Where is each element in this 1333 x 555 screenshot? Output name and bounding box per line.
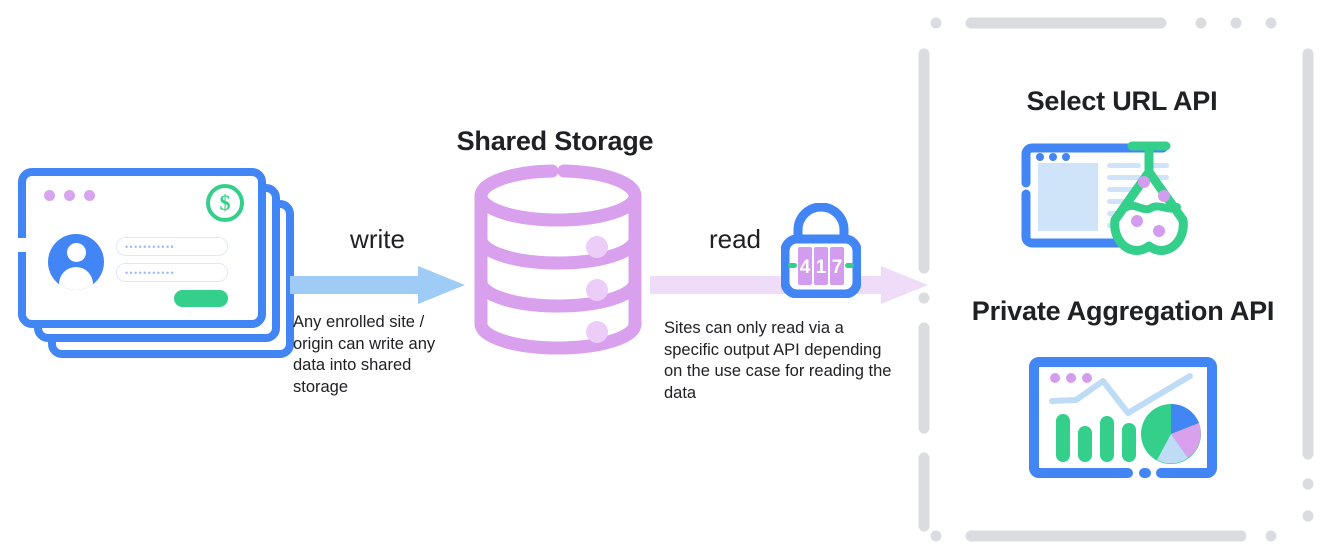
- avatar-head: [66, 243, 86, 262]
- browser-window-with-flask-icon: [1012, 136, 1232, 256]
- window-dot-1: [44, 190, 55, 201]
- submit-button[interactable]: [174, 290, 228, 307]
- window-left-notch: [18, 238, 26, 252]
- browser-window-front: $ ••••••••••• •••••••••••: [18, 168, 266, 328]
- lock-digit-2: 1: [816, 257, 827, 278]
- window-control-dots: [44, 190, 95, 201]
- stacked-browser-windows: $ ••••••••••• •••••••••••: [18, 168, 296, 360]
- dollar-badge-icon: $: [206, 184, 244, 222]
- lock-digit-1: 4: [800, 257, 811, 278]
- browser-window-with-charts-icon: [1028, 356, 1218, 484]
- window-dot-3: [84, 190, 95, 201]
- username-field[interactable]: •••••••••••: [116, 237, 228, 256]
- read-label: read: [708, 224, 762, 254]
- shared-storage-title: Shared Storage: [456, 126, 654, 156]
- select-url-api-title: Select URL API: [1026, 86, 1218, 116]
- lock-digit-3: 7: [832, 257, 843, 278]
- write-description: Any enrolled site / origin can write any…: [293, 313, 436, 396]
- dashed-output-boundary: [918, 8, 1326, 546]
- read-description: Sites can only read via a specific outpu…: [664, 319, 892, 402]
- user-avatar-icon: [48, 234, 104, 290]
- write-label: write: [350, 224, 405, 254]
- avatar-body: [59, 267, 93, 290]
- password-field[interactable]: •••••••••••: [116, 263, 228, 282]
- database-cylinder-icon: [468, 160, 648, 360]
- window-dot-2: [64, 190, 75, 201]
- combination-lock-icon: 4 1 7: [780, 202, 862, 299]
- write-arrow-icon: [290, 266, 465, 304]
- private-aggregation-api-title: Private Aggregation API: [971, 296, 1275, 326]
